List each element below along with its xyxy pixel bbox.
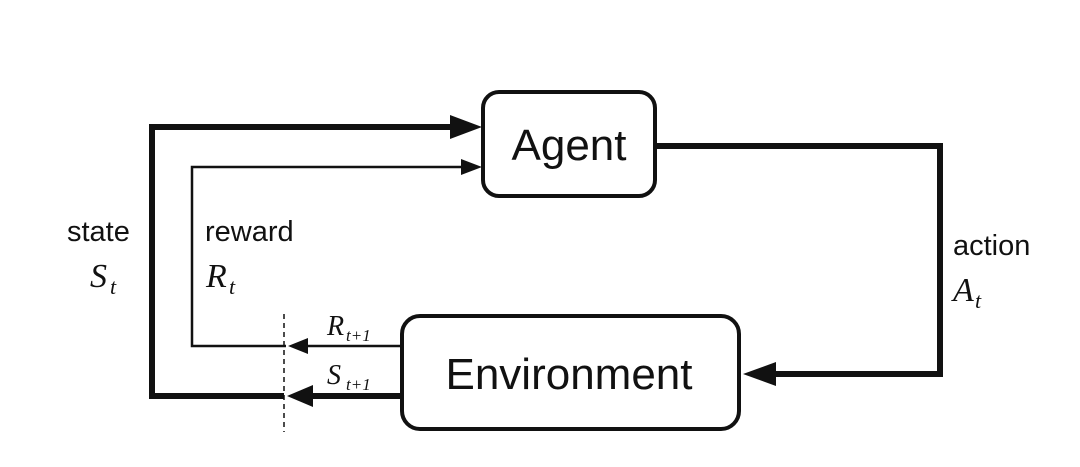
next-state-arrowhead [287, 385, 313, 407]
reward-connector [190, 159, 482, 354]
state-subscript: t [110, 274, 117, 299]
state-connector [149, 115, 482, 407]
state-arrowhead [450, 115, 482, 139]
reward-arrowhead [461, 159, 482, 175]
environment-node: Environment [400, 314, 741, 431]
reward-label: reward R t [205, 216, 294, 299]
reward-symbol: R [205, 258, 227, 295]
environment-label: Environment [445, 350, 692, 399]
next-state-label: S t+1 [327, 360, 371, 394]
reward-subscript: t [229, 274, 236, 299]
action-arrowhead [743, 362, 776, 386]
action-symbol: A [951, 272, 974, 309]
next-reward-arrowhead [288, 338, 308, 354]
state-symbol: S [90, 258, 107, 295]
action-connector [655, 143, 943, 386]
next-state-symbol: S [327, 360, 341, 391]
next-reward-label: R t+1 [326, 311, 371, 345]
reward-word: reward [205, 216, 294, 248]
action-subscript: t [975, 288, 982, 313]
next-reward-symbol: R [326, 311, 344, 342]
agent-node: Agent [481, 90, 657, 198]
next-state-subscript: t+1 [346, 375, 371, 394]
action-label: action A t [951, 230, 1030, 313]
next-reward-subscript: t+1 [346, 326, 371, 345]
agent-label: Agent [512, 121, 627, 170]
state-label: state S t [67, 216, 130, 299]
action-word: action [953, 230, 1030, 262]
state-word: state [67, 216, 130, 248]
